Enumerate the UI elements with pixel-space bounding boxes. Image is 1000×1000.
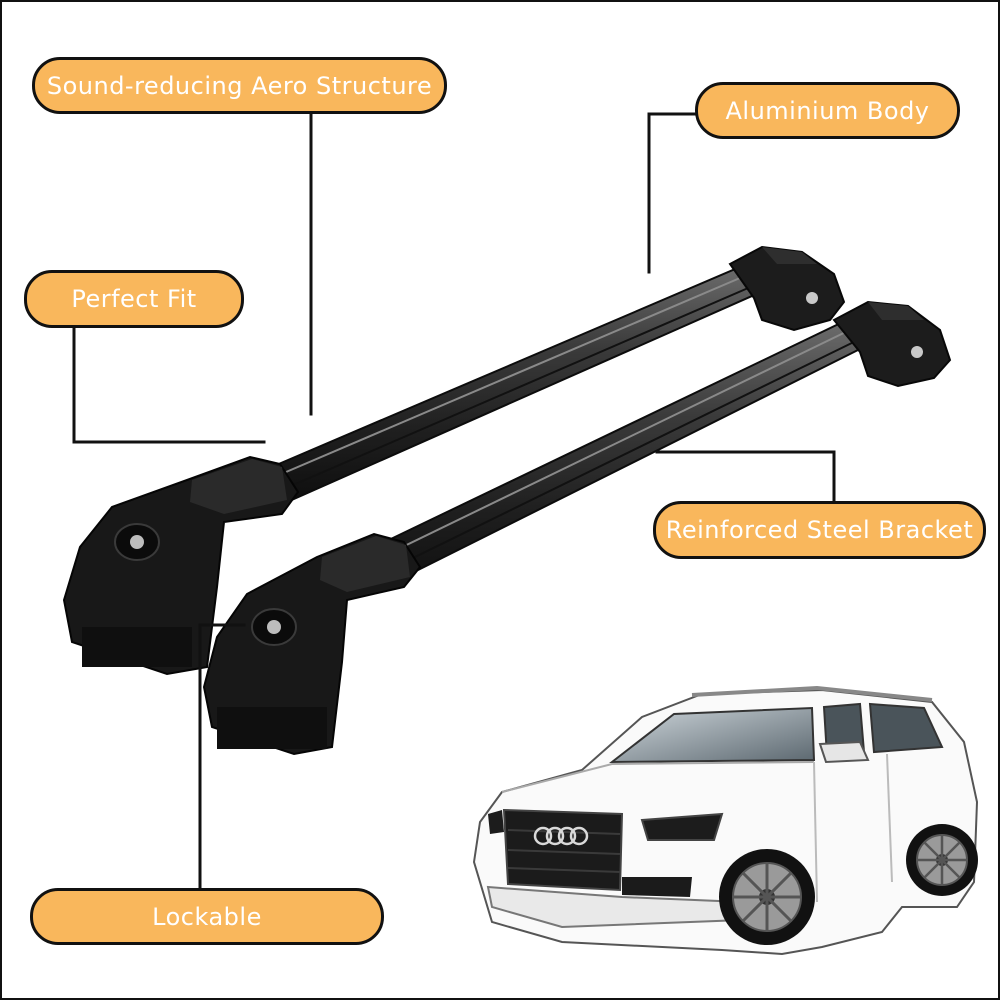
feature-label-lockable: Lockable [30, 888, 384, 945]
feature-label-text: Reinforced Steel Bracket [665, 516, 974, 544]
bracket-back-left [62, 455, 300, 676]
feature-label-reinforced-bracket: Reinforced Steel Bracket [653, 501, 986, 559]
leader-line-aluminium [647, 112, 697, 274]
feature-label-perfect-fit: Perfect Fit [24, 270, 244, 328]
feature-label-sound-reducing: Sound-reducing Aero Structure [32, 57, 447, 114]
wheel-front [719, 849, 815, 945]
feature-label-aluminium-body: Aluminium Body [695, 82, 960, 139]
leader-line-bracket [655, 450, 836, 504]
feature-label-text: Lockable [152, 902, 262, 931]
feature-label-text: Sound-reducing Aero Structure [46, 71, 433, 100]
feature-label-text: Aluminium Body [725, 96, 930, 125]
car-image [472, 685, 979, 956]
bracket-front-right [832, 300, 952, 388]
leader-line-lockable [198, 623, 246, 892]
bracket-front-left [202, 532, 422, 756]
wheel-rear [906, 824, 978, 896]
bracket-back-right [728, 245, 846, 332]
feature-label-text: Perfect Fit [71, 285, 197, 313]
leader-line-perfect-fit [72, 326, 266, 444]
